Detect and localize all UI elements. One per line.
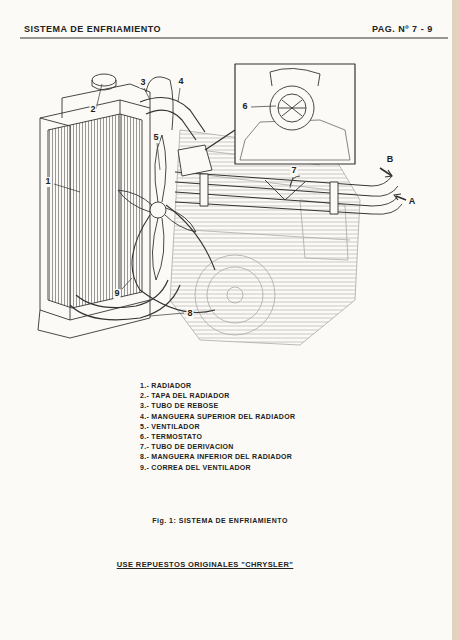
callout-number: 4 [177, 77, 184, 87]
flow-letter: A [408, 197, 417, 207]
callout-number: 8 [186, 309, 193, 319]
parts-list-item: 1.- RADIADOR [140, 382, 191, 390]
callout-number: 6 [241, 102, 248, 112]
callout-number: 2 [89, 105, 96, 115]
parts-list-item: 6.- TERMOSTATO [140, 433, 202, 441]
parts-list-item: 8.- MANGUERA INFERIOR DEL RADIADOR [140, 453, 292, 461]
header-rule [20, 38, 448, 39]
page-number: PAG. Nº 7 - 9 [372, 25, 433, 35]
parts-list-item: 7.- TUBO DE DERIVACION [140, 443, 234, 451]
callout-number: 3 [139, 78, 146, 88]
callout-number: 5 [152, 133, 159, 143]
page-edge [452, 0, 460, 640]
figure-caption: Fig. 1: SISTEMA DE ENFRIAMIENTO [152, 517, 288, 525]
engine-drawing [38, 64, 406, 345]
callout-number: 9 [113, 289, 120, 299]
footer-note: USE REPUESTOS ORIGINALES "CHRYSLER" [117, 561, 294, 569]
leader-lines [54, 84, 293, 316]
flow-letter: B [386, 155, 395, 165]
parts-list-item: 4.- MANGUERA SUPERIOR DEL RADIADOR [140, 413, 295, 421]
parts-list-item: 5.- VENTILADOR [140, 423, 200, 431]
parts-list-item: 3.- TUBO DE REBOSE [140, 402, 219, 410]
page-header: SISTEMA DE ENFRIAMIENTO [24, 25, 161, 35]
parts-list-item: 9.- CORREA DEL VENTILADOR [140, 464, 251, 472]
parts-list-item: 2.- TAPA DEL RADIADOR [140, 392, 230, 400]
callout-number: 7 [290, 166, 297, 176]
callout-number: 1 [44, 177, 51, 187]
